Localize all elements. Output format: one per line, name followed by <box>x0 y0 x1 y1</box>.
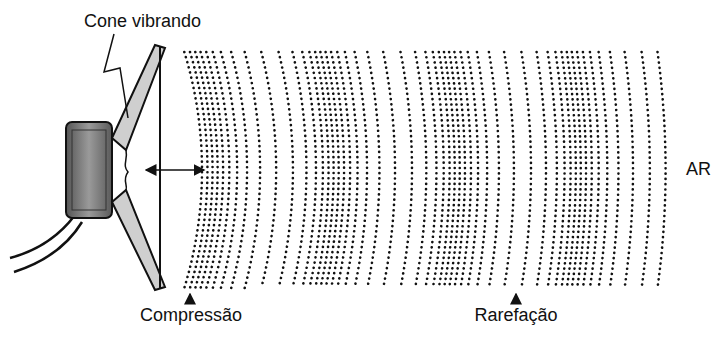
wave-front <box>461 52 471 288</box>
wave-front <box>555 52 564 288</box>
wave-front <box>231 52 247 288</box>
wave-front <box>261 52 276 288</box>
rarefaction-label: Rarefação <box>474 306 557 326</box>
wave-front <box>433 52 444 288</box>
wave-front <box>302 52 316 288</box>
wave-front <box>583 52 592 288</box>
wave-front <box>454 52 465 288</box>
wave-front <box>537 52 546 288</box>
wave-front <box>489 52 499 288</box>
wave-front <box>590 52 599 288</box>
wire <box>14 222 82 272</box>
wave-front <box>213 52 230 288</box>
wave-front <box>355 52 367 288</box>
wave-front <box>425 52 436 288</box>
sound-waves <box>184 52 665 288</box>
wave-front <box>221 52 237 288</box>
magnet <box>66 122 112 218</box>
medium-label: AR <box>686 160 711 180</box>
wave-front <box>331 52 344 288</box>
wave-front <box>610 52 619 288</box>
wave-front <box>383 52 395 288</box>
wave-front <box>548 52 557 288</box>
leader-line <box>104 34 128 118</box>
wave-front <box>309 52 322 288</box>
wave-front <box>504 52 514 288</box>
wave-front <box>577 52 586 288</box>
wave-front <box>245 52 260 288</box>
cone-rim <box>159 47 161 288</box>
wave-front <box>367 52 379 288</box>
wave-front <box>658 52 666 288</box>
pointer-arrow <box>189 294 191 304</box>
wave-front <box>562 52 571 288</box>
cone-surface <box>125 150 128 190</box>
pointer-arrow <box>515 294 517 304</box>
wave-front <box>279 52 293 288</box>
wave-front <box>337 52 350 288</box>
wave-front <box>477 52 487 288</box>
wave-front <box>401 52 412 288</box>
wave-front <box>468 52 478 288</box>
cone-frame <box>112 45 165 150</box>
cone-frame <box>112 190 165 290</box>
magnet-ring <box>72 130 106 210</box>
wave-front <box>439 52 450 288</box>
wave-front <box>625 52 633 288</box>
wave-front <box>345 52 358 288</box>
wave-front <box>293 52 307 288</box>
vibration-arrow <box>146 169 204 171</box>
wave-front <box>572 52 581 288</box>
wave-front <box>642 52 650 288</box>
wave-front <box>444 52 455 288</box>
wave-front <box>449 52 460 288</box>
cone-label: Cone vibrando <box>84 12 201 32</box>
wave-front <box>567 52 576 288</box>
wave-front <box>599 52 608 288</box>
wire <box>10 215 75 258</box>
wave-front <box>415 52 426 288</box>
wave-front <box>521 52 531 288</box>
compression-label: Compressão <box>140 306 242 326</box>
